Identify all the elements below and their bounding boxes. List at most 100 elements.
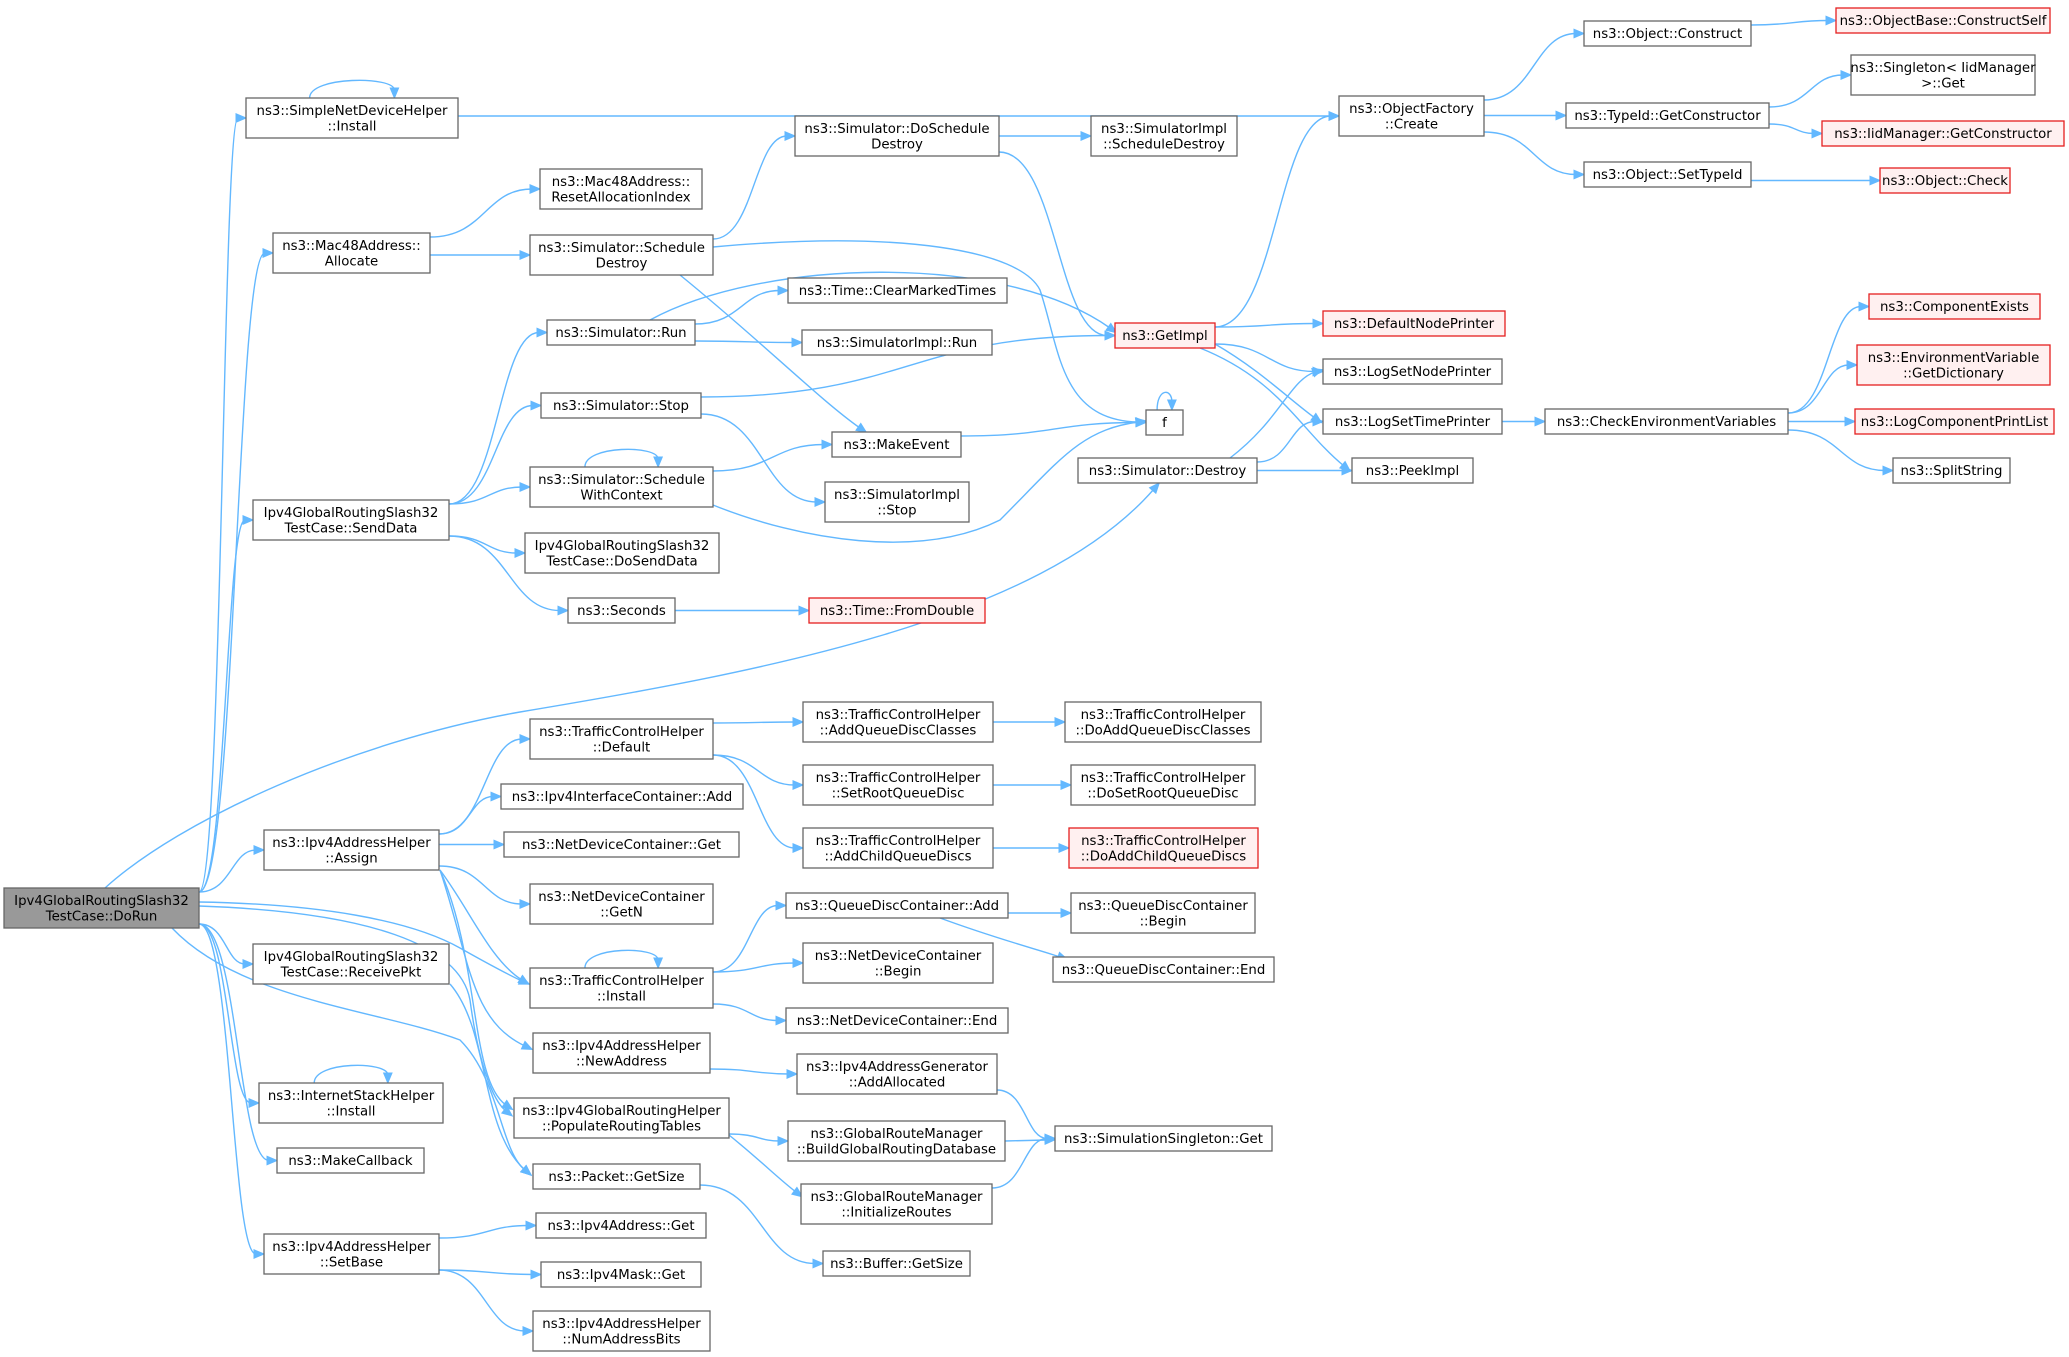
node-grm-buildgrdb[interactable]: ns3::GlobalRouteManager::BuildGlobalRout… (787, 1120, 1006, 1162)
node-sim-run[interactable]: ns3::Simulator::Run (546, 319, 696, 346)
node-iah-assign[interactable]: ns3::Ipv4AddressHelper::Assign (263, 829, 440, 871)
node-defaultnodeprinter[interactable]: ns3::DefaultNodePrinter (1322, 310, 1506, 337)
node-dosenddata[interactable]: Ipv4GlobalRoutingSlash32TestCase::DoSend… (524, 532, 720, 574)
node-iah-newaddress[interactable]: ns3::Ipv4AddressHelper::NewAddress (532, 1032, 711, 1074)
node-label: ns3::Simulator::Schedule (538, 241, 705, 256)
node-iah-setbase[interactable]: ns3::Ipv4AddressHelper::SetBase (263, 1233, 440, 1275)
node-simimpl-schedestroy[interactable]: ns3::SimulatorImpl::ScheduleDestroy (1090, 115, 1238, 157)
edge-dorun-to-igrh_populate (198, 905, 514, 1117)
node-label: ns3::TrafficControlHelper (539, 974, 704, 989)
edge-igrh_populate-to-grm_initroutes (728, 1134, 804, 1198)
node-splitstring[interactable]: ns3::SplitString (1892, 457, 2011, 484)
node-sim-stop[interactable]: ns3::Simulator::Stop (540, 392, 702, 419)
edge-typeid_getctor-to-iidmgr_getctor (1768, 123, 1824, 139)
node-sndh-install[interactable]: ns3::SimpleNetDeviceHelper::Install (245, 97, 459, 139)
node-label: ::DoSetRootQueueDisc (1087, 786, 1238, 801)
node-igrh-populate[interactable]: ns3::Ipv4GlobalRoutingHelper::PopulateRo… (513, 1097, 730, 1139)
node-label: Destroy (871, 137, 923, 152)
edge-iah_assign-to-igrh_populate (439, 869, 514, 1111)
node-tch-setrootqd[interactable]: ns3::TrafficControlHelper::SetRootQueueD… (802, 764, 994, 806)
node-obj-settypeid[interactable]: ns3::Object::SetTypeId (1583, 161, 1752, 188)
node-peekimpl[interactable]: ns3::PeekImpl (1351, 457, 1474, 484)
node-label: ns3::IidManager::GetConstructor (1834, 127, 2052, 142)
node-qdc-begin[interactable]: ns3::QueueDiscContainer::Begin (1070, 892, 1256, 934)
node-tch-addchildqds[interactable]: ns3::TrafficControlHelper::AddChildQueue… (802, 827, 994, 869)
node-ipv4ic-add[interactable]: ns3::Ipv4InterfaceContainer::Add (500, 783, 744, 810)
node-ndc-end[interactable]: ns3::NetDeviceContainer::End (785, 1007, 1009, 1034)
edge-packet_getsize-to-buffer_getsize (699, 1184, 825, 1269)
node-label: ns3::ObjectFactory (1349, 102, 1474, 117)
node-getimpl[interactable]: ns3::GetImpl (1114, 322, 1216, 349)
node-f[interactable]: f (1145, 409, 1184, 436)
node-tch-addqdclasses[interactable]: ns3::TrafficControlHelper::AddQueueDiscC… (802, 701, 994, 743)
node-sim-schedestroy[interactable]: ns3::Simulator::ScheduleDestroy (529, 234, 714, 276)
node-ndc-get[interactable]: ns3::NetDeviceContainer::Get (503, 831, 740, 858)
node-mac-reset[interactable]: ns3::Mac48Address::ResetAllocationIndex (539, 168, 703, 210)
node-compexists[interactable]: ns3::ComponentExists (1868, 293, 2041, 320)
node-logsettimeprinter[interactable]: ns3::LogSetTimePrinter (1322, 408, 1503, 435)
edge-senddata-to-sim_schedctx (448, 482, 532, 505)
edge-sim_run-to-time_clear (694, 285, 790, 325)
node-time-clear[interactable]: ns3::Time::ClearMarkedTimes (787, 277, 1008, 304)
node-logcompprintlist[interactable]: ns3::LogComponentPrintList (1854, 408, 2055, 435)
edge-iah_assign-to-ipv4ic_add (438, 791, 503, 835)
node-ipv4addr-get[interactable]: ns3::Ipv4Address::Get (535, 1212, 707, 1239)
node-typeid-getctor[interactable]: ns3::TypeId::GetConstructor (1565, 102, 1770, 129)
node-buffer-getsize[interactable]: ns3::Buffer::GetSize (822, 1250, 971, 1277)
node-time-fromdouble[interactable]: ns3::Time::FromDouble (808, 597, 986, 624)
node-label: ns3::CheckEnvironmentVariables (1557, 415, 1776, 430)
node-receivepkt[interactable]: Ipv4GlobalRoutingSlash32TestCase::Receiv… (252, 943, 450, 985)
node-iag-addallocated[interactable]: ns3::Ipv4AddressGenerator::AddAllocated (796, 1053, 998, 1095)
node-simsingleton-get[interactable]: ns3::SimulationSingleton::Get (1054, 1125, 1273, 1152)
node-envvar-getdict[interactable]: ns3::EnvironmentVariable::GetDictionary (1856, 344, 2051, 386)
edge-seconds-to-time_fromdouble (675, 605, 811, 616)
node-ipv4mask-get[interactable]: ns3::Ipv4Mask::Get (540, 1261, 702, 1288)
node-simimpl-run[interactable]: ns3::SimulatorImpl::Run (801, 329, 993, 356)
node-ndc-getn[interactable]: ns3::NetDeviceContainer::GetN (529, 883, 714, 925)
node-label: ::PopulateRoutingTables (542, 1119, 701, 1134)
node-ish-install[interactable]: ns3::InternetStackHelper::Install (258, 1082, 444, 1124)
node-checkenv[interactable]: ns3::CheckEnvironmentVariables (1544, 408, 1789, 435)
node-label: ::AddQueueDiscClasses (820, 723, 977, 738)
node-label: ::Create (1385, 117, 1438, 132)
node-iidmgr-getctor[interactable]: ns3::IidManager::GetConstructor (1821, 120, 2065, 147)
node-qdc-end[interactable]: ns3::QueueDiscContainer::End (1052, 956, 1275, 983)
edge-obj_construct-to-objbase_constructself (1750, 15, 1838, 26)
node-sim-destroy[interactable]: ns3::Simulator::Destroy (1077, 457, 1258, 484)
node-label: ns3::GlobalRouteManager (810, 1190, 983, 1205)
node-label: ns3::Object::Check (1882, 174, 2008, 189)
node-iah-numaddrbits[interactable]: ns3::Ipv4AddressHelper::NumAddressBits (532, 1310, 711, 1352)
node-makeevent[interactable]: ns3::MakeEvent (831, 431, 962, 458)
node-packet-getsize[interactable]: ns3::Packet::GetSize (532, 1163, 701, 1190)
node-label: ns3::SimulatorImpl (1101, 122, 1227, 137)
node-simimpl-stop[interactable]: ns3::SimulatorImpl::Stop (824, 481, 970, 523)
node-tch-doaddchildqds[interactable]: ns3::TrafficControlHelper::DoAddChildQue… (1068, 827, 1259, 869)
node-qdc-add[interactable]: ns3::QueueDiscContainer::Add (785, 892, 1009, 919)
node-ndc-begin[interactable]: ns3::NetDeviceContainer::Begin (802, 942, 994, 984)
node-label: ns3::Ipv4Mask::Get (557, 1268, 685, 1283)
node-obj-construct[interactable]: ns3::Object::Construct (1583, 20, 1752, 47)
node-mac-alloc[interactable]: ns3::Mac48Address::Allocate (272, 232, 431, 274)
edge-tch_addchildqds-to-tch_doaddchildqds (993, 843, 1071, 853)
node-label: ns3::DefaultNodePrinter (1334, 317, 1495, 332)
node-tch-doaddqdclasses[interactable]: ns3::TrafficControlHelper::DoAddQueueDis… (1064, 701, 1262, 743)
node-grm-initroutes[interactable]: ns3::GlobalRouteManager::InitializeRoute… (800, 1183, 993, 1225)
node-objfactory-create[interactable]: ns3::ObjectFactory::Create (1338, 95, 1485, 137)
node-tch-default[interactable]: ns3::TrafficControlHelper::Default (529, 718, 714, 760)
node-tch-dosetrootqd[interactable]: ns3::TrafficControlHelper::DoSetRootQueu… (1070, 764, 1256, 806)
node-obj-check[interactable]: ns3::Object::Check (1879, 167, 2011, 194)
edge-tch_default-to-tch_addchildqds (712, 754, 805, 853)
node-tch-install[interactable]: ns3::TrafficControlHelper::Install (529, 967, 714, 1009)
node-makecallback[interactable]: ns3::MakeCallback (276, 1147, 425, 1174)
node-logsetnodeprinter[interactable]: ns3::LogSetNodePrinter (1322, 358, 1503, 385)
node-label: ns3::QueueDiscContainer::End (1062, 963, 1266, 978)
node-seconds[interactable]: ns3::Seconds (567, 597, 676, 624)
node-singleton-get[interactable]: ns3::Singleton< IidManager >::Get (1850, 54, 2036, 96)
node-label: ns3::ObjectBase::ConstructSelf (1840, 14, 2047, 29)
node-senddata[interactable]: Ipv4GlobalRoutingSlash32TestCase::SendDa… (252, 499, 450, 541)
node-label: ns3::Time::ClearMarkedTimes (799, 284, 997, 299)
node-objbase-constructself[interactable]: ns3::ObjectBase::ConstructSelf (1835, 7, 2051, 34)
